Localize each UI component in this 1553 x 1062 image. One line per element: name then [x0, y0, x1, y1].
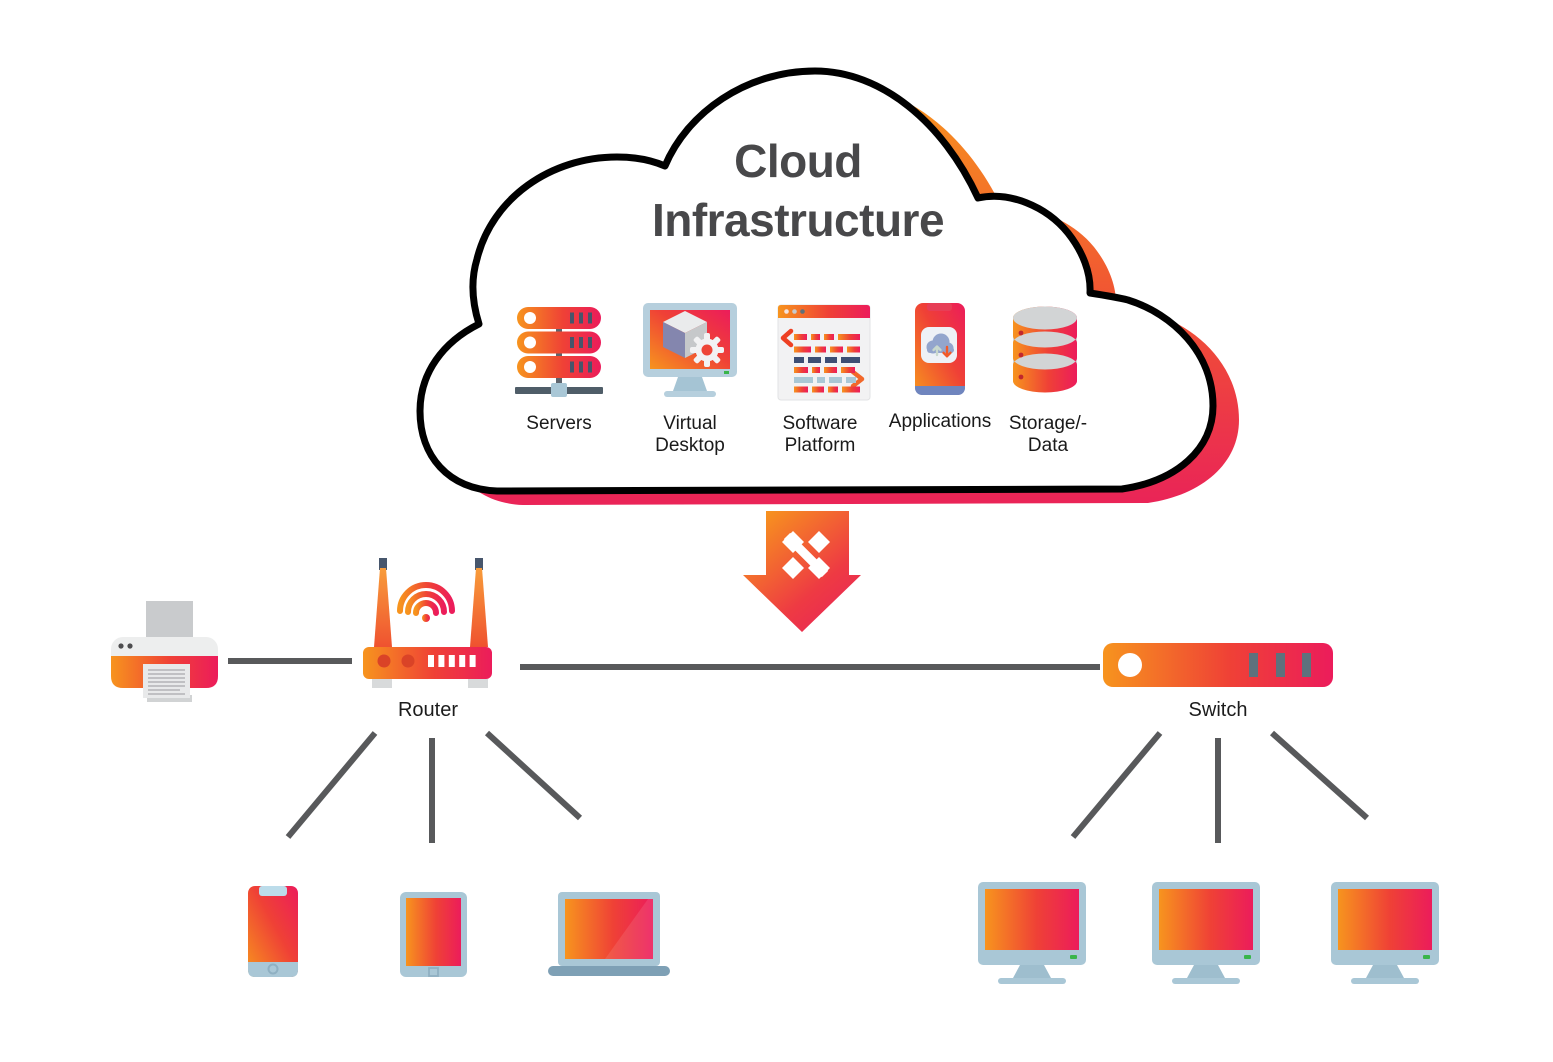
virtual-desktop-icon [643, 303, 737, 397]
software-platform-icon [777, 304, 871, 401]
storage-data-icon [1013, 306, 1077, 393]
servers-icon [515, 307, 603, 397]
connector-lines [228, 658, 1370, 843]
gear-icon [690, 333, 724, 367]
label-applications: Applications [888, 411, 992, 432]
applications-icon [915, 303, 965, 395]
monitor-icon [978, 882, 1086, 984]
cloud-outline [416, 67, 1217, 495]
cloud-shape [416, 67, 1239, 505]
monitor-icon [1152, 882, 1260, 984]
wifi-icon [397, 582, 455, 622]
tablet-icon [400, 892, 467, 977]
monitor-icon [1331, 882, 1439, 984]
cloud-title: Cloud Infrastructure [651, 135, 945, 246]
label-switch: Switch [1188, 699, 1248, 721]
label-router: Router [397, 699, 459, 721]
laptop-icon [548, 892, 670, 976]
label-storage-data: Storage/- Data [1008, 413, 1088, 456]
label-software-platform: Software Platform [782, 413, 858, 456]
data-transfer-arrow-icon [743, 511, 861, 632]
router-icon [363, 558, 492, 688]
switch-icon [1103, 643, 1333, 687]
cloud-download-icon [926, 333, 954, 358]
smartphone-icon [248, 886, 298, 977]
label-servers: Servers [526, 413, 592, 434]
printer-icon [111, 601, 218, 702]
label-virtual-desktop: Virtual Desktop [655, 413, 725, 456]
code-lines [794, 334, 860, 393]
